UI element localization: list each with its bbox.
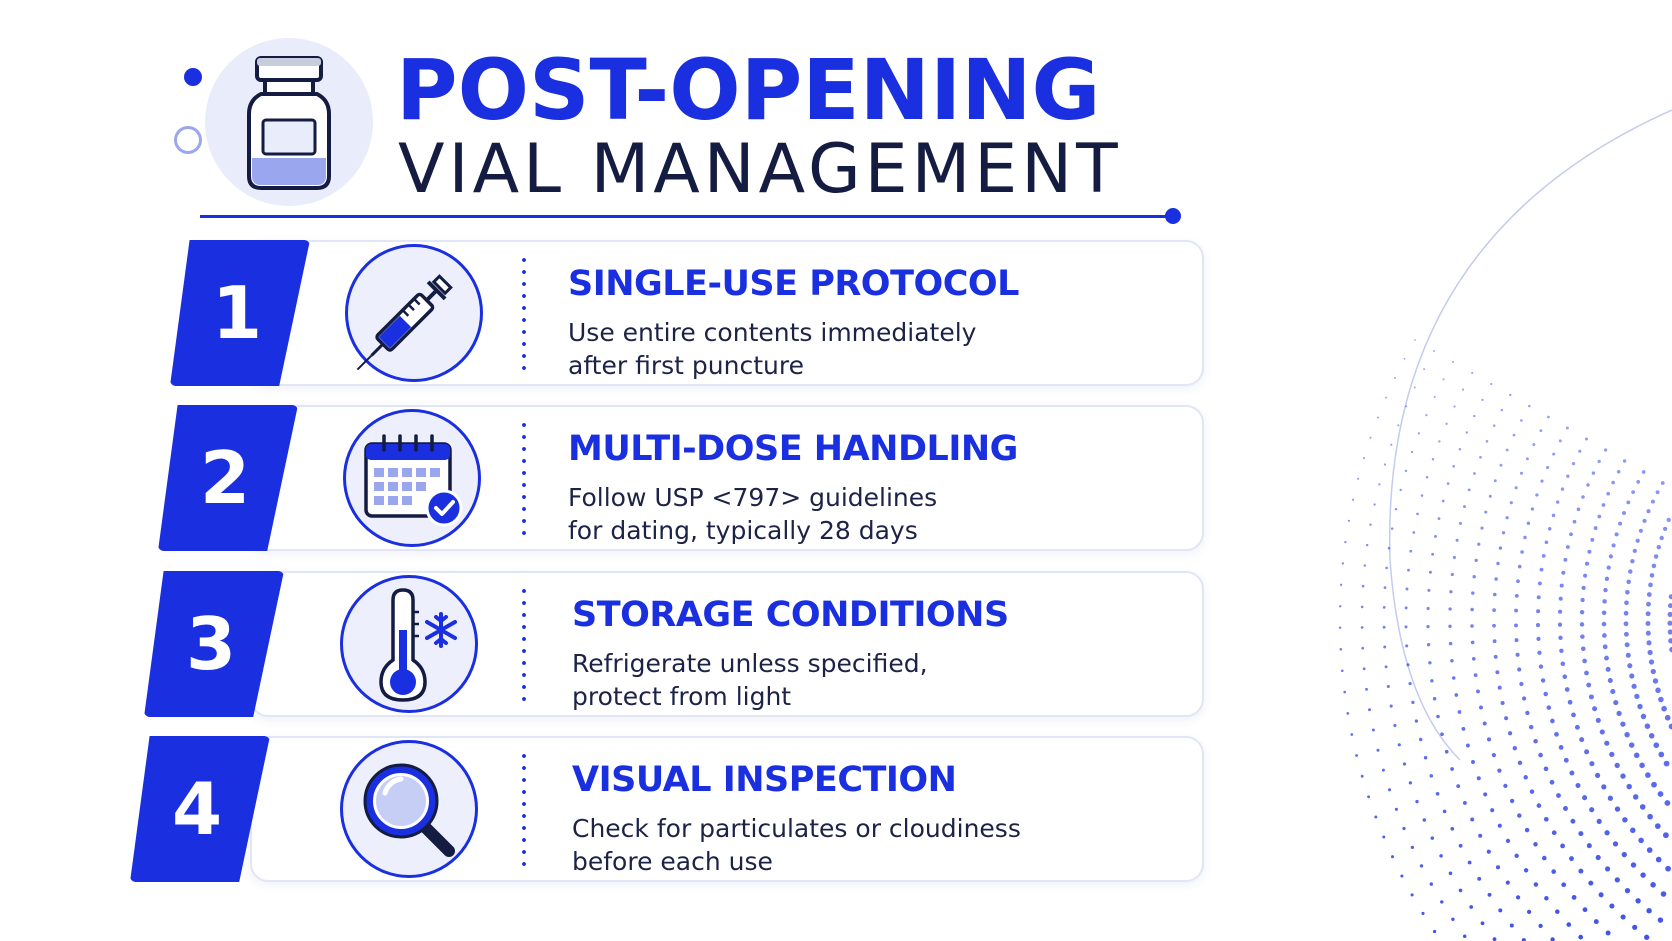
step-1: 1 SINGLE-USE PROTOCOL Use en <box>170 240 1204 386</box>
calendar-check-icon <box>343 409 481 547</box>
title-divider-dot <box>1165 208 1181 224</box>
step-4: 4 VISUAL INSPECTION Check for particulat… <box>130 736 1204 882</box>
step-description: Check for particulates or cloudiness bef… <box>572 812 1092 878</box>
step-number: 1 <box>211 271 263 355</box>
step-description-line: Refrigerate unless specified, <box>572 649 928 678</box>
step-description-line: Follow USP <797> guidelines <box>568 483 938 512</box>
step-description: Refrigerate unless specified, protect fr… <box>572 647 1092 713</box>
step-description-line: Use entire contents immediately <box>568 318 977 347</box>
dotted-separator <box>522 419 526 537</box>
dotted-separator <box>522 254 526 372</box>
thermometer-snowflake-icon <box>340 575 478 713</box>
step-heading: SINGLE-USE PROTOCOL <box>568 264 1019 304</box>
step-description: Follow USP <797> guidelines for dating, … <box>568 481 1088 547</box>
step-2: 2 MULTI-DOSE HANDLING Follow USP <box>158 405 1204 551</box>
page-subtitle: VIAL MANAGEMENT <box>398 130 1122 209</box>
decorative-ring <box>174 126 202 154</box>
decorative-dot <box>184 68 202 86</box>
step-number: 4 <box>171 767 223 851</box>
step-heading: STORAGE CONDITIONS <box>572 595 1009 635</box>
magnifying-glass-icon <box>340 740 478 878</box>
dotted-separator <box>522 750 526 868</box>
step-description-line: Check for particulates or cloudiness <box>572 814 1021 843</box>
step-number: 2 <box>199 436 251 520</box>
title-divider <box>200 215 1175 218</box>
step-description-line: protect from light <box>572 682 792 711</box>
step-number: 3 <box>185 602 237 686</box>
page-title: POST-OPENING <box>396 41 1101 139</box>
step-description: Use entire contents immediately after fi… <box>568 316 1088 382</box>
step-3: 3 STORAGE CONDITIONS Refriger <box>144 571 1204 717</box>
vial-icon <box>205 38 373 206</box>
step-heading: MULTI-DOSE HANDLING <box>568 429 1018 469</box>
step-description-line: after first puncture <box>568 351 804 380</box>
dotted-separator <box>522 585 526 703</box>
title-block: POST-OPENING VIAL MANAGEMENT <box>0 0 1200 230</box>
syringe-icon <box>345 244 483 382</box>
step-heading: VISUAL INSPECTION <box>572 760 957 800</box>
step-description-line: before each use <box>572 847 773 876</box>
step-description-line: for dating, typically 28 days <box>568 516 918 545</box>
